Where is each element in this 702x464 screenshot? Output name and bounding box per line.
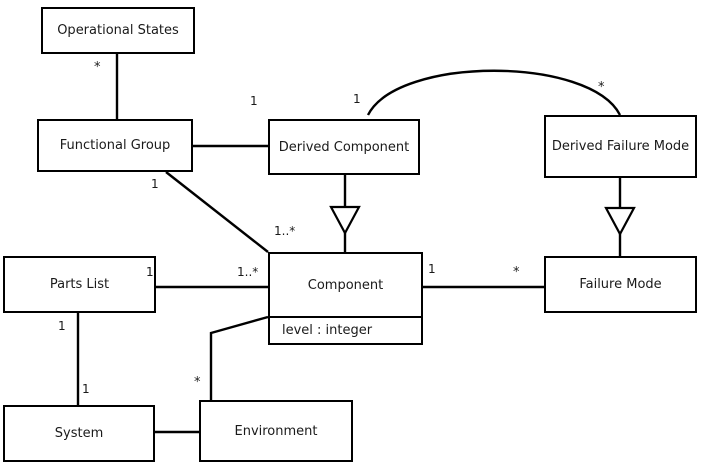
multiplicity-functional-group--component-to-end: 1..* xyxy=(274,224,296,238)
class-name-failure-mode: Failure Mode xyxy=(579,277,662,292)
multiplicity-component--failure-mode-to-end: * xyxy=(513,265,520,280)
class-box-functional-group[interactable]: Functional Group xyxy=(37,119,193,172)
multiplicity-functional-group--component-from-end: 1 xyxy=(151,177,159,191)
generalization-arrowhead-derived-failure-mode--failure-mode xyxy=(604,206,636,237)
class-name-derived-failure-mode: Derived Failure Mode xyxy=(551,139,690,154)
class-box-operational-states[interactable]: Operational States xyxy=(41,7,195,54)
class-box-derived-component[interactable]: Derived Component xyxy=(268,119,420,175)
class-name-parts-list: Parts List xyxy=(49,277,110,292)
multiplicity-operational-states--functional-group-from-end: * xyxy=(94,60,101,75)
class-name-operational-states: Operational States xyxy=(57,23,179,38)
generalization-arrowhead-derived-component--component xyxy=(329,205,361,236)
class-name-derived-component: Derived Component xyxy=(278,139,410,155)
multiplicity-component--failure-mode-from-end: 1 xyxy=(428,262,436,276)
class-box-failure-mode[interactable]: Failure Mode xyxy=(544,256,697,313)
multiplicity-environment--component-from-end: * xyxy=(194,375,201,390)
class-box-system[interactable]: System xyxy=(3,405,155,462)
class-name-functional-group: Functional Group xyxy=(59,138,171,153)
multiplicity-parts-list--system-to-end: 1 xyxy=(82,382,90,396)
multiplicity-derived-component--derived-failure-mode-to-end: * xyxy=(598,80,605,95)
multiplicity-parts-list--system-from-end: 1 xyxy=(58,319,66,333)
class-box-environment[interactable]: Environment xyxy=(199,400,353,462)
multiplicity-functional-group--derived-component-to-end: 1 xyxy=(250,94,258,108)
association-derived-component--derived-failure-mode xyxy=(366,69,622,116)
class-name-system: System xyxy=(54,426,104,441)
class-attribute-component: level : integer xyxy=(270,316,421,343)
class-name-component: Component xyxy=(307,277,384,293)
class-box-derived-failure-mode[interactable]: Derived Failure Mode xyxy=(544,115,697,178)
multiplicity-parts-list--component-from-end: 1 xyxy=(146,265,154,279)
multiplicity-derived-component--derived-failure-mode-from-end: 1 xyxy=(353,92,361,106)
multiplicity-parts-list--component-to-end: 1..* xyxy=(237,265,259,279)
class-name-environment: Environment xyxy=(234,423,318,439)
association-environment--component xyxy=(209,315,269,400)
class-box-component[interactable]: Component level : integer xyxy=(268,252,423,345)
association-functional-group--component xyxy=(165,171,269,253)
class-box-parts-list[interactable]: Parts List xyxy=(3,256,156,313)
